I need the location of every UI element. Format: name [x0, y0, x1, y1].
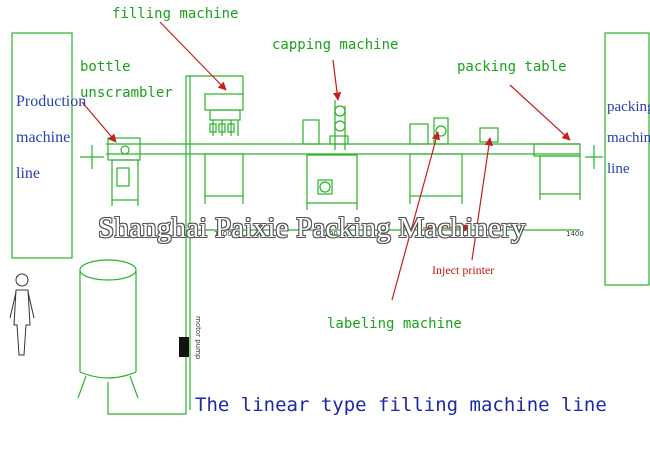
labeling-machine-label: labeling machine: [327, 316, 462, 332]
arrow-packing-table: [509, 84, 571, 141]
packing-line-box: [604, 32, 650, 286]
packing-line-2: machine: [607, 130, 650, 146]
inject-printer-unit: [479, 127, 499, 143]
arrow-filling-machine: [159, 21, 227, 91]
packing-table-unit: [533, 143, 581, 200]
labeling-machine-unit: [409, 117, 463, 204]
bottle-unscrambler-machine: [107, 137, 141, 206]
production-line-1: Production: [16, 93, 87, 110]
production-line-3: line: [16, 165, 40, 182]
motor-pump: [179, 337, 189, 357]
dimension-1: 1100: [214, 230, 232, 238]
production-box-text: Production machine line: [16, 88, 86, 188]
inject-printer-label: Inject printer: [432, 263, 495, 277]
unscrambler-label: unscrambler: [80, 85, 173, 101]
arrow-inject-printer: [471, 137, 494, 261]
diagram-title: The linear type filling machine line: [195, 394, 607, 416]
conveyor: [106, 143, 580, 155]
packing-line-1: packing: [607, 99, 650, 115]
packing-table-label: packing table: [457, 59, 567, 75]
storage-tank: [77, 259, 139, 399]
dimension-2: 1200: [320, 230, 338, 238]
capping-machine-label: capping machine: [272, 37, 399, 53]
filling-machine-label: filling machine: [112, 6, 239, 22]
arrow-bottle-unscrambler: [81, 101, 117, 143]
arrow-capping-machine: [332, 59, 342, 101]
production-line-2: machine: [16, 129, 71, 146]
bottle-label: bottle: [80, 59, 131, 75]
arrow-labeling-machine: [391, 131, 441, 301]
capping-machine-unit: [302, 100, 358, 210]
filling-machine-unit: [204, 76, 244, 204]
packing-line-3: line: [607, 161, 630, 177]
dimension-3: 1400: [566, 230, 584, 238]
watermark: Shanghai Paixie Packing Machinery: [98, 212, 526, 244]
packing-box-text: packing machine line: [607, 93, 650, 183]
production-line-box: [11, 32, 73, 259]
motor-pump-label: motor pump: [194, 316, 202, 360]
operator-figure: [9, 273, 35, 356]
supply-pipe: [107, 75, 243, 415]
